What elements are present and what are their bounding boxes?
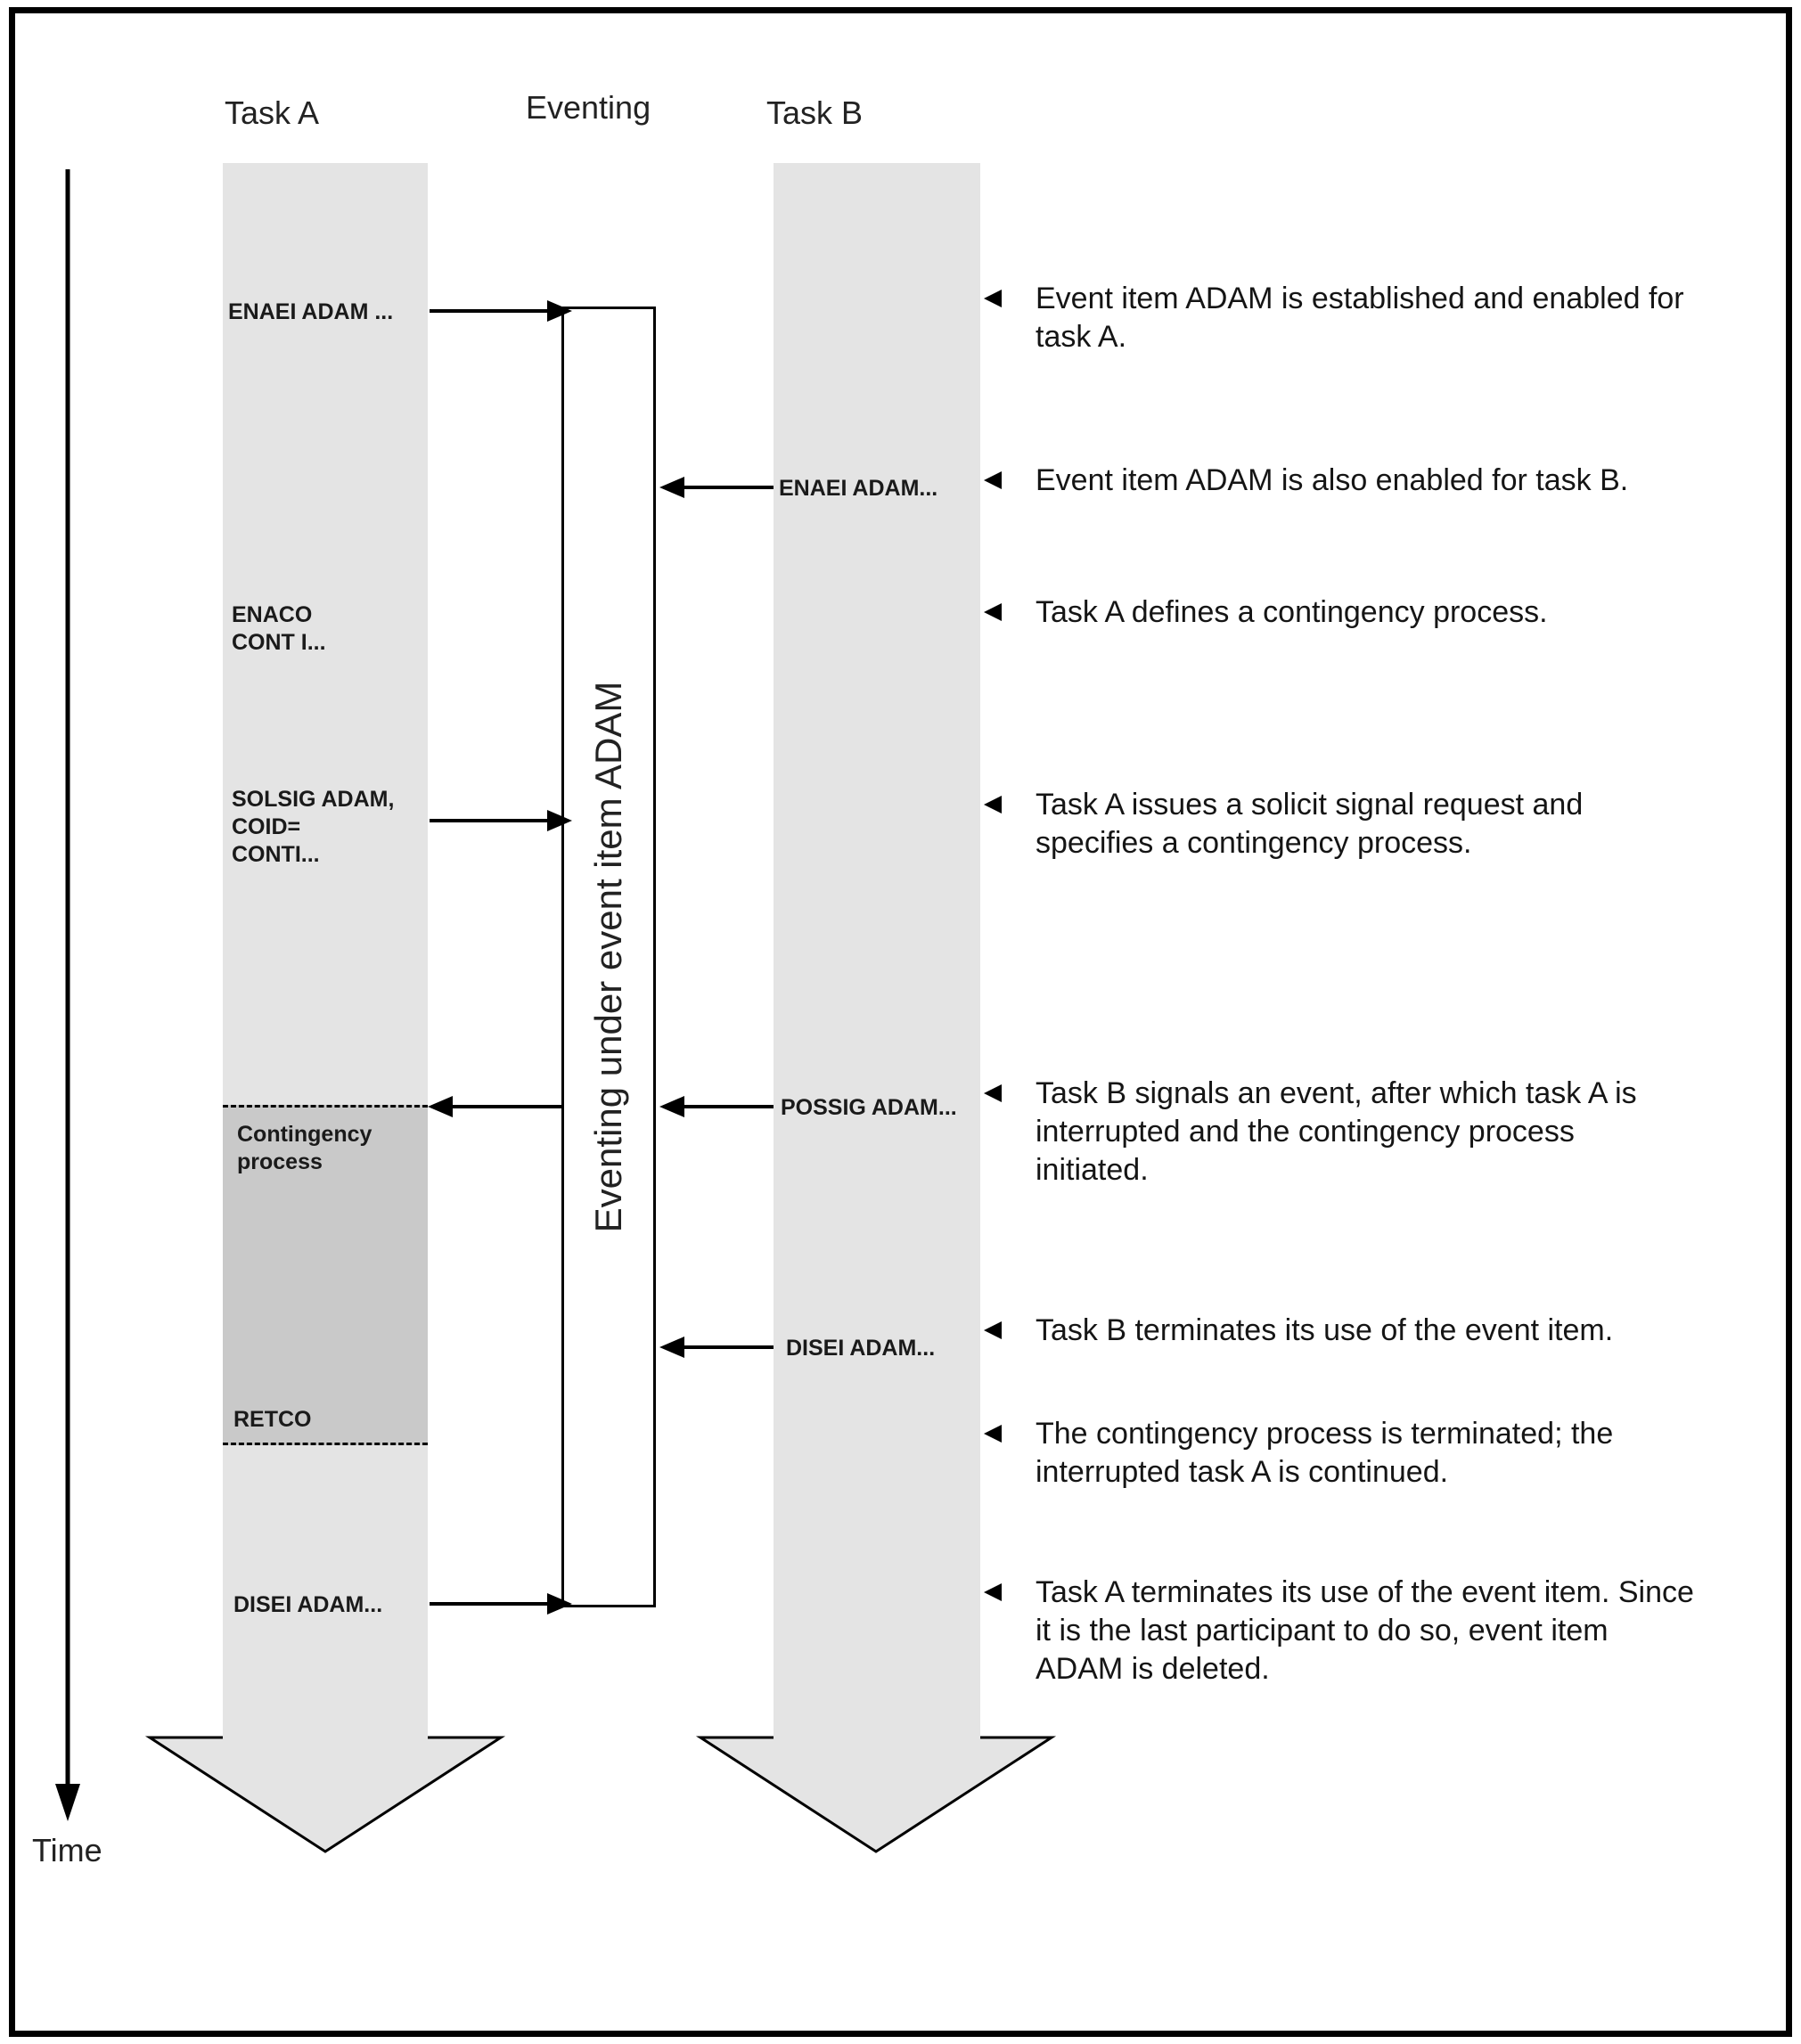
arrowhead-left-icon bbox=[659, 1337, 684, 1358]
eventing-box: Eventing under event item ADAM bbox=[561, 307, 656, 1607]
label-possig-task-b: POSSIG ADAM... bbox=[781, 1095, 957, 1120]
arrowhead-right-icon bbox=[547, 300, 572, 322]
label-contingency-line2: process bbox=[237, 1149, 323, 1174]
annotation-marker-icon bbox=[984, 1084, 1002, 1102]
task-b-arrow-body bbox=[774, 163, 980, 1742]
annotation-text: Task B terminates its use of the event i… bbox=[1036, 1313, 1614, 1347]
arrow-enaei-task-b-to-eventing bbox=[659, 477, 774, 498]
annotation-text: The contingency process is terminated; t… bbox=[1036, 1417, 1614, 1489]
annotation-text: Task A defines a contingency process. bbox=[1036, 595, 1548, 629]
contingency-process-region bbox=[223, 1105, 428, 1445]
label-disei-task-b: DISEI ADAM... bbox=[786, 1336, 936, 1361]
annotation-marker-icon bbox=[984, 1425, 1002, 1443]
label-retco-task-a: RETCO bbox=[233, 1407, 312, 1432]
annotation-text: Task A terminates its use of the event i… bbox=[1036, 1575, 1694, 1686]
annotation-text: Task A issues a solicit signal request a… bbox=[1036, 788, 1584, 860]
annotation-marker-icon bbox=[984, 796, 1002, 814]
task-b-title: Task B bbox=[766, 94, 864, 131]
arrowhead-left-icon bbox=[659, 477, 684, 498]
arrowhead-right-icon bbox=[547, 810, 572, 831]
annotation-marker-icon bbox=[984, 1583, 1002, 1601]
arrow-solsig-task-a-to-eventing bbox=[430, 810, 572, 831]
label-solsig-line2: COID= bbox=[232, 814, 301, 839]
label-enaei-task-b: ENAEI ADAM... bbox=[779, 476, 938, 501]
label-solsig-task-a: SOLSIG ADAM, COID= CONTI... bbox=[232, 786, 394, 869]
arrowhead-right-icon bbox=[547, 1593, 572, 1615]
arrow-eventing-to-task-a-interrupt bbox=[428, 1096, 563, 1117]
task-a-title: Task A bbox=[225, 94, 320, 131]
label-enaco-line2: CONT I... bbox=[232, 630, 326, 655]
annotation-text: Event item ADAM is also enabled for task… bbox=[1036, 463, 1629, 497]
label-enaco-task-a: ENACO CONT I... bbox=[232, 601, 326, 657]
label-enaei-task-a: ENAEI ADAM ... bbox=[228, 299, 394, 324]
label-disei-task-a: DISEI ADAM... bbox=[233, 1592, 383, 1617]
time-label: Time bbox=[32, 1832, 102, 1868]
label-contingency-process: Contingency process bbox=[237, 1121, 372, 1176]
task-a-arrow-body bbox=[223, 163, 428, 1742]
label-solsig-line1: SOLSIG ADAM, bbox=[232, 787, 395, 812]
annotation-marker-icon bbox=[984, 290, 1002, 307]
annotation-marker-icon bbox=[984, 1321, 1002, 1339]
arrow-possig-task-b-to-eventing bbox=[659, 1096, 774, 1117]
label-solsig-line3: CONTI... bbox=[232, 842, 320, 867]
label-enaco-line1: ENACO bbox=[232, 602, 313, 627]
arrow-disei-task-b-to-eventing bbox=[659, 1337, 774, 1358]
annotation-text: Task B signals an event, after which tas… bbox=[1036, 1076, 1637, 1187]
arrowhead-left-icon bbox=[659, 1096, 684, 1117]
eventing-title: Eventing bbox=[526, 89, 651, 126]
annotation-marker-icon bbox=[984, 471, 1002, 489]
time-axis-arrowhead-icon bbox=[55, 1784, 80, 1821]
arrow-enaei-task-a-to-eventing bbox=[430, 300, 572, 322]
arrow-disei-task-a-to-eventing bbox=[430, 1593, 572, 1615]
annotation-marker-icon bbox=[984, 603, 1002, 621]
label-contingency-line1: Contingency bbox=[237, 1122, 372, 1147]
arrowhead-left-icon bbox=[428, 1096, 453, 1117]
annotation-text: Event item ADAM is established and enabl… bbox=[1036, 282, 1684, 354]
